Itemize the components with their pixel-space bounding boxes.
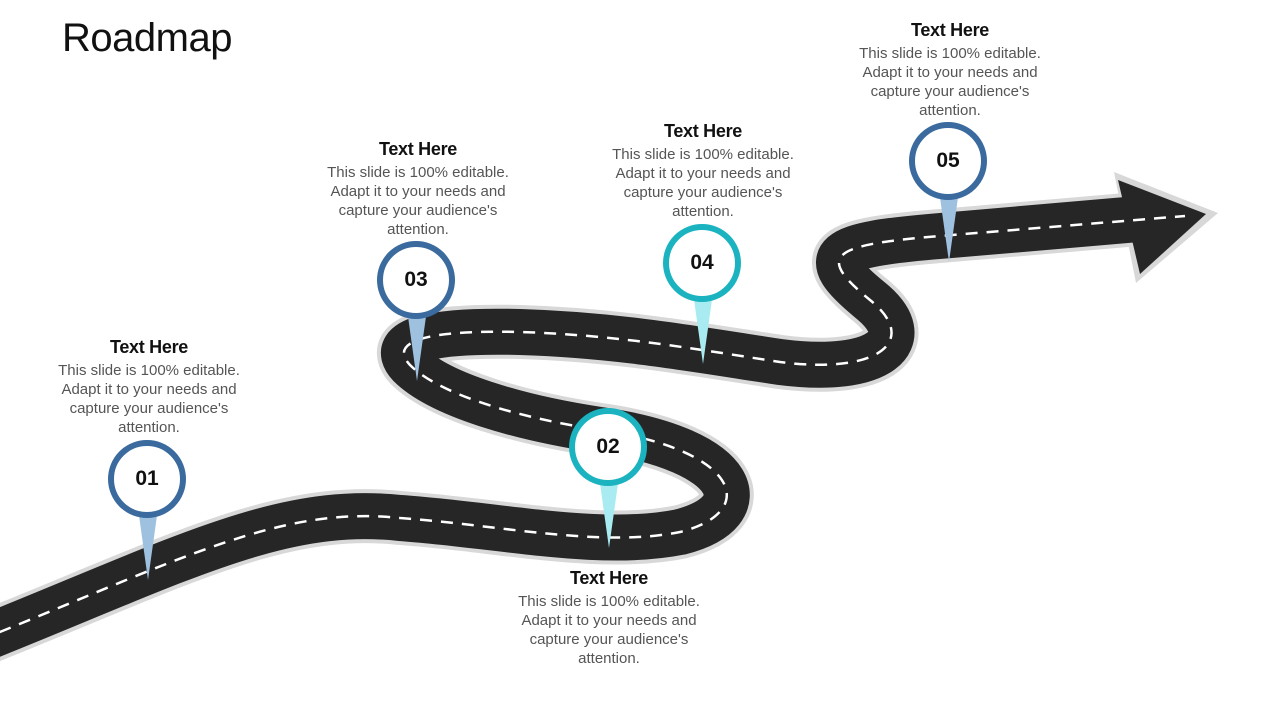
milestone-01-marker: 01 xyxy=(108,440,188,580)
milestone-number: 03 xyxy=(404,268,428,291)
milestone-02-marker: 02 xyxy=(569,408,649,548)
milestone-03-badge: 03 xyxy=(377,241,455,319)
milestone-02-badge: 02 xyxy=(569,408,647,486)
milestone-05-badge: 05 xyxy=(909,122,987,200)
milestone-heading: Text Here xyxy=(569,568,648,588)
milestone-03-marker: 03 xyxy=(377,241,457,381)
road-arrowhead xyxy=(1118,180,1206,274)
milestone-description: This slide is 100% editable. Adapt it to… xyxy=(518,593,700,667)
milestone-04-marker: 04 xyxy=(663,224,743,364)
milestone-02-text: Text Here This slide is 100% editable. A… xyxy=(509,568,709,668)
milestone-01-text: Text Here This slide is 100% editable. A… xyxy=(49,337,249,437)
milestone-05-marker: 05 xyxy=(909,122,989,262)
milestone-description: This slide is 100% editable. Adapt it to… xyxy=(859,45,1041,119)
milestone-04-badge: 04 xyxy=(663,224,741,302)
milestone-heading: Text Here xyxy=(378,139,457,159)
milestone-description: This slide is 100% editable. Adapt it to… xyxy=(327,164,509,238)
milestone-01-badge: 01 xyxy=(108,440,186,518)
milestone-heading: Text Here xyxy=(109,337,188,357)
milestone-heading: Text Here xyxy=(910,20,989,40)
milestone-number: 05 xyxy=(936,149,960,172)
milestone-description: This slide is 100% editable. Adapt it to… xyxy=(58,362,240,436)
page-title: Roadmap xyxy=(62,16,232,60)
milestone-03-text: Text Here This slide is 100% editable. A… xyxy=(318,139,518,239)
milestone-number: 04 xyxy=(690,251,714,274)
milestone-heading: Text Here xyxy=(663,121,742,141)
milestone-description: This slide is 100% editable. Adapt it to… xyxy=(612,146,794,220)
milestone-04-text: Text Here This slide is 100% editable. A… xyxy=(603,121,803,221)
milestone-05-text: Text Here This slide is 100% editable. A… xyxy=(850,20,1050,120)
road-centre-line xyxy=(0,214,1186,634)
milestone-number: 01 xyxy=(135,467,159,490)
milestone-number: 02 xyxy=(596,435,620,458)
